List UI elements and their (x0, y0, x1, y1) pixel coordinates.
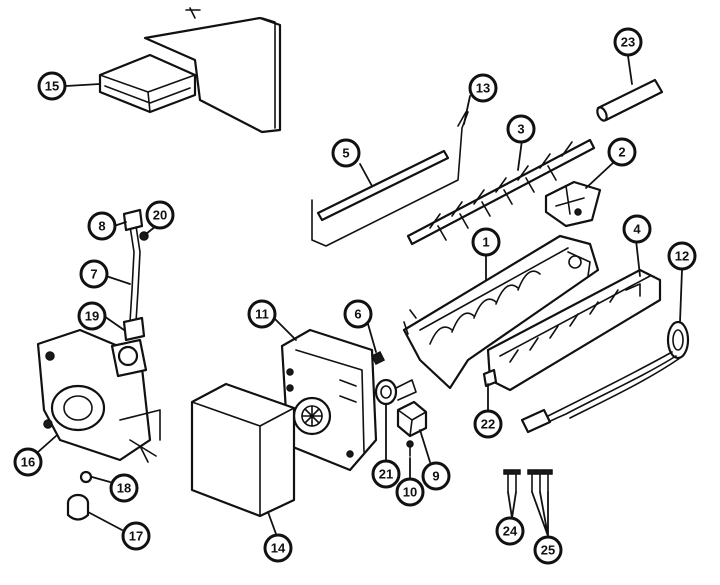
callout-2: 2 (607, 137, 637, 167)
leader-12 (679, 269, 683, 323)
leader-11 (273, 317, 297, 341)
leader-15 (65, 83, 101, 87)
leader-2 (585, 161, 615, 189)
callout-17: 17 (121, 521, 151, 551)
callout-label: 23 (621, 35, 635, 50)
callout-5: 5 (331, 138, 361, 168)
callout-label: 7 (90, 267, 97, 282)
part-13-shutoff-arm (311, 111, 469, 247)
callout-label: 11 (255, 307, 269, 322)
leader-13 (463, 95, 471, 125)
callout-7: 7 (79, 259, 109, 289)
callout-8: 8 (87, 211, 117, 241)
part-7-tube-assembly (122, 208, 149, 342)
part-21-coupler (374, 378, 417, 406)
callout-3: 3 (506, 114, 536, 144)
callout-19: 19 (77, 301, 107, 331)
callout-11: 11 (247, 299, 277, 329)
callout-label: 21 (379, 467, 393, 482)
callout-18: 18 (109, 473, 139, 503)
callout-label: 25 (541, 543, 555, 558)
part-12-wire-harness (520, 320, 690, 434)
callout-label: 9 (432, 469, 439, 484)
leader-3 (517, 139, 523, 171)
callout-25: 25 (533, 535, 563, 565)
callout-label: 18 (117, 481, 131, 496)
callout-20: 20 (145, 200, 175, 230)
callout-label: 20 (153, 208, 167, 223)
callout-label: 3 (517, 122, 524, 137)
callout-label: 8 (98, 219, 105, 234)
callout-label: 2 (618, 145, 625, 160)
part-9-thermostat (396, 400, 428, 438)
leader-16 (37, 435, 57, 453)
callout-label: 5 (342, 146, 349, 161)
callout-16: 16 (13, 447, 43, 477)
leader-25 (531, 491, 549, 537)
callout-label: 14 (271, 541, 286, 556)
part-25-screws (527, 469, 553, 493)
callout-label: 24 (503, 524, 518, 539)
leader-17 (87, 511, 123, 531)
part-15-ice-chute (98, 7, 282, 134)
leader-23 (627, 55, 633, 85)
part-17-grommet (66, 493, 90, 521)
leader-7 (105, 275, 131, 285)
leader-lines (37, 55, 683, 537)
callout-label: 16 (21, 455, 35, 470)
callout-label: 19 (85, 309, 99, 324)
part-18-washer (79, 470, 93, 484)
callout-label: 6 (354, 307, 361, 322)
leader-14 (267, 511, 277, 535)
part-14-cover (190, 382, 296, 518)
leader-4 (635, 239, 641, 277)
part-24-screws (503, 469, 521, 493)
callout-4: 4 (622, 214, 652, 244)
callout-label: 17 (129, 529, 143, 544)
part-5-heater (316, 149, 450, 222)
callout-label: 22 (481, 417, 495, 432)
callout-24: 24 (495, 516, 525, 546)
leader-9 (419, 429, 431, 463)
callout-9: 9 (421, 461, 451, 491)
leader-18 (91, 476, 111, 483)
part-22-clip (482, 368, 498, 388)
part-10-screw (406, 440, 414, 457)
callout-15: 15 (37, 71, 67, 101)
part-2-bracket (544, 180, 602, 228)
callout-13: 13 (468, 73, 498, 103)
part-6-screw (370, 350, 386, 366)
leader-19 (103, 315, 125, 331)
callout-1: 1 (471, 227, 501, 257)
part-1-ice-mold (402, 234, 600, 390)
callout-12: 12 (667, 241, 697, 271)
callout-label: 13 (476, 81, 490, 96)
callout-23: 23 (613, 27, 643, 57)
leader-5 (359, 163, 373, 187)
leader-6 (367, 323, 377, 353)
callout-label: 12 (675, 249, 689, 264)
part-3-ejector (406, 138, 596, 246)
part-11-control-housing (280, 328, 378, 472)
callout-label: 1 (482, 235, 489, 250)
callout-label: 10 (403, 485, 417, 500)
part-23-fill-tube (596, 78, 664, 122)
callout-14: 14 (263, 533, 293, 563)
callout-21: 21 (371, 459, 401, 489)
callout-22: 22 (473, 409, 503, 439)
leader-24 (507, 491, 517, 519)
callout-label: 4 (633, 222, 641, 237)
callout-6: 6 (343, 299, 373, 329)
callout-label: 15 (45, 79, 59, 94)
callout-10: 10 (395, 477, 425, 507)
part-16-water-valve (36, 328, 161, 463)
